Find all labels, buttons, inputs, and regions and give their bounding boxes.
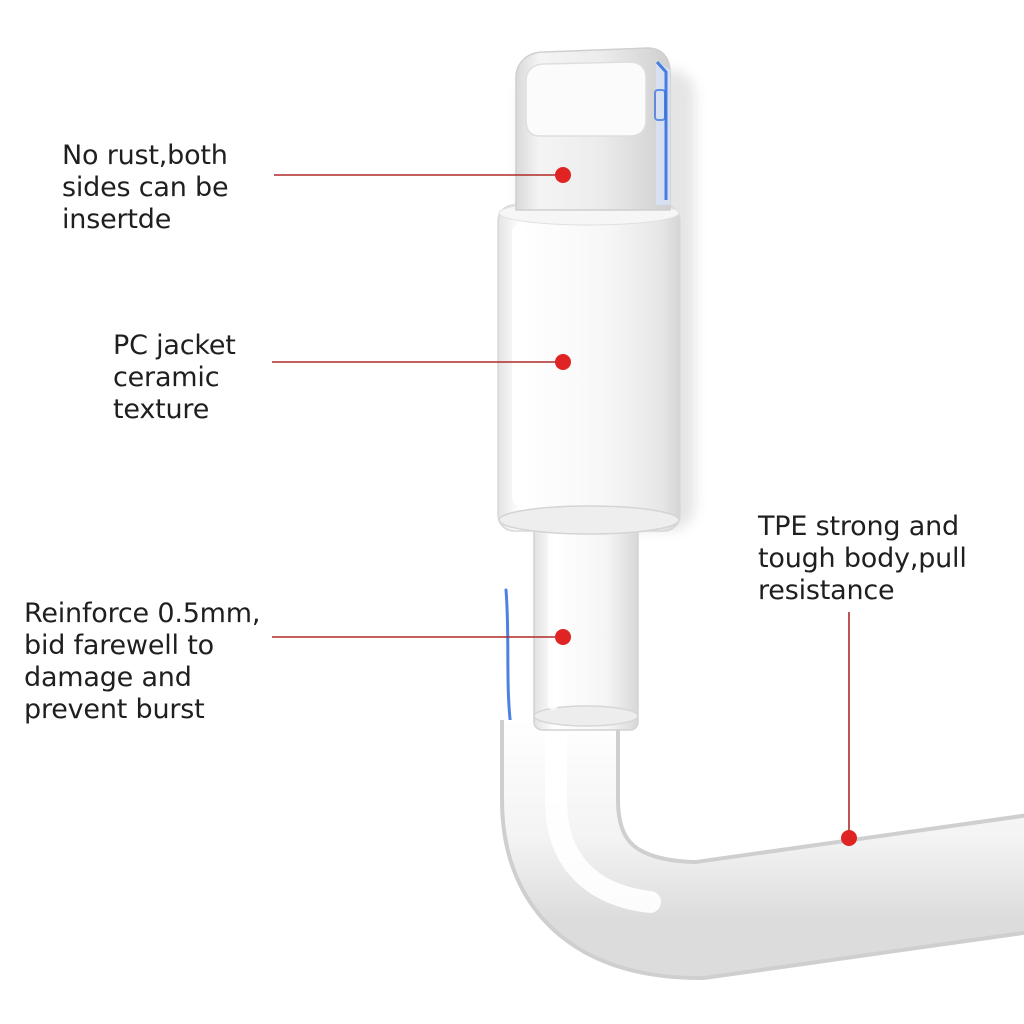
callout-line: sides can be bbox=[62, 172, 229, 203]
marker-dot-reinforcement bbox=[555, 629, 571, 645]
callout-line: texture bbox=[113, 394, 210, 425]
callout-connector-pins: No rust,both sides can be insertde bbox=[62, 140, 229, 236]
marker-dot-pins bbox=[555, 167, 571, 183]
callout-line: resistance bbox=[758, 575, 895, 606]
callout-line: No rust,both bbox=[62, 140, 228, 171]
cable-body bbox=[500, 719, 1024, 980]
callout-line: prevent burst bbox=[24, 694, 205, 725]
callout-line: ceramic bbox=[113, 362, 220, 393]
callout-line: damage and bbox=[24, 662, 192, 693]
marker-dots bbox=[555, 167, 857, 846]
leader-lines bbox=[272, 174, 850, 838]
callout-line: Reinforce 0.5mm, bbox=[24, 598, 261, 629]
connector-housing bbox=[497, 200, 681, 535]
callout-line: bid farewell to bbox=[24, 630, 214, 661]
callout-line: tough body,pull bbox=[758, 543, 967, 574]
marker-dot-jacket bbox=[555, 354, 571, 370]
strain-relief-sleeve bbox=[533, 511, 639, 731]
marker-dot-tpe bbox=[841, 830, 857, 846]
callout-tpe-body: TPE strong and tough body,pull resistanc… bbox=[758, 511, 967, 607]
callout-line: PC jacket bbox=[113, 330, 236, 361]
connector-tip bbox=[515, 47, 671, 211]
callout-reinforcement: Reinforce 0.5mm, bid farewell to damage … bbox=[24, 598, 260, 726]
callout-line: insertde bbox=[62, 204, 172, 235]
callout-pc-jacket: PC jacket ceramic texture bbox=[113, 330, 236, 426]
callout-line: TPE strong and bbox=[758, 511, 959, 542]
